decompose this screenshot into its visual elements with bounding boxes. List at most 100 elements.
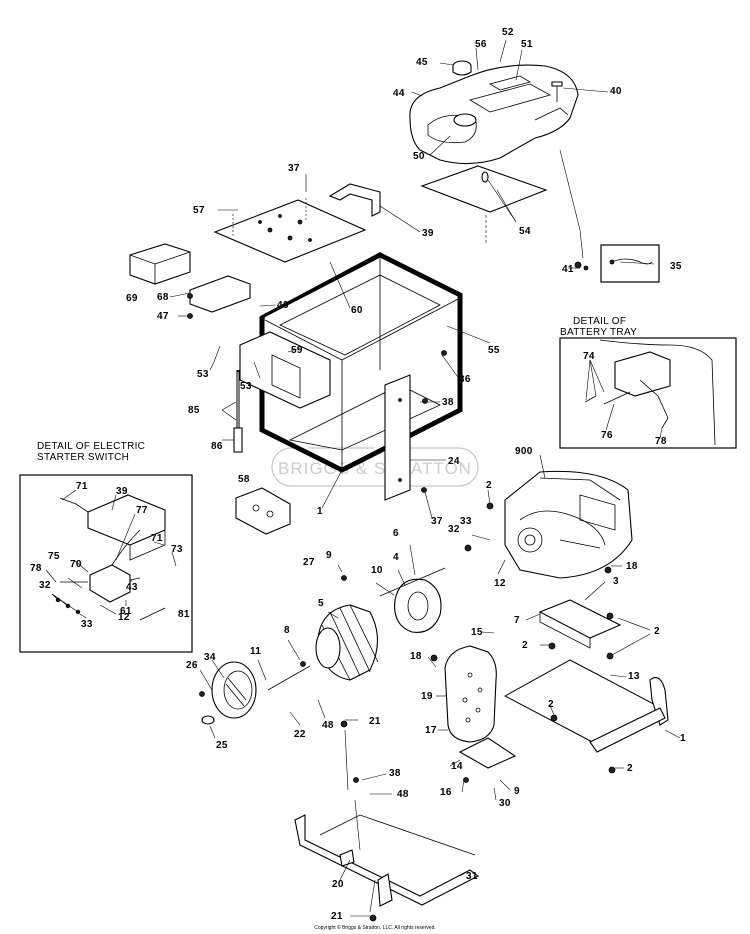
callout-2-d: 2 [548,699,554,710]
starter-detail-title-1: DETAIL OF ELECTRIC [37,441,146,452]
callout-61: 61 [120,606,132,617]
callout-1-a: 1 [317,506,323,517]
callout-39-detail: 39 [116,486,128,497]
callout-69: 69 [126,293,138,304]
callout-77: 77 [136,505,148,516]
hardware-fasteners [187,261,616,922]
callout-39-top: 39 [422,228,434,239]
callout-34: 34 [204,652,216,663]
callout-20: 20 [332,879,344,890]
callout-24: 24 [448,456,460,467]
callout-14: 14 [451,761,463,772]
callout-40: 40 [610,86,622,97]
callout-81: 81 [178,609,190,620]
callout-38-top: 38 [442,397,454,408]
callout-5: 5 [318,598,324,609]
callout-18-b: 18 [410,651,422,662]
battery-tray [189,275,251,313]
callout-44: 44 [393,88,405,99]
callout-13: 13 [628,671,640,682]
callout-46: 46 [277,300,289,311]
callout-59: 59 [291,345,303,356]
battery [129,243,191,285]
tank-pad [420,165,548,213]
starter-switch-detail [19,474,193,653]
muffler-bracket [458,737,517,769]
through-bolt [267,567,446,691]
callout-51: 51 [521,39,533,50]
callout-57: 57 [193,205,205,216]
outlet-plate [235,487,291,535]
engine-mount-bracket [538,599,622,649]
callout-17: 17 [425,725,437,736]
fuel-cap [452,60,472,76]
support-bracket [328,183,381,217]
battery-detail-title-2: BATTERY TRAY [560,327,638,338]
callout-71-a: 71 [76,481,88,492]
callout-33-a: 33 [460,516,472,527]
callout-48-a: 48 [322,720,334,731]
callout-36: 36 [459,374,471,385]
front-handle [294,814,480,907]
callout-16: 16 [440,787,452,798]
callout-50: 50 [413,151,425,162]
fuel-tank [409,64,579,165]
battery-tray-detail [559,337,737,449]
callout-21-a: 21 [369,716,381,727]
callout-86: 86 [211,441,223,452]
callout-54: 54 [519,226,531,237]
callout-48-b: 48 [397,789,409,800]
copyright-notice: Copyright © Briggs & Stratton, LLC. All … [314,925,436,931]
callout-19: 19 [421,691,433,702]
callout-9-b: 9 [514,786,520,797]
callout-74: 74 [583,351,595,362]
callout-27: 27 [303,557,315,568]
callout-73: 73 [171,544,183,555]
starter-detail-title-2: STARTER SWITCH [37,452,130,463]
callout-21-b: 21 [331,911,343,922]
callout-85: 85 [188,405,200,416]
callout-41: 41 [562,264,574,275]
callout-52: 52 [502,27,514,38]
alternator-stator [315,604,379,681]
callout-2-c: 2 [522,640,528,651]
callout-2-e: 2 [627,763,633,774]
callout-15: 15 [471,627,483,638]
engine-adapter [394,578,442,633]
callout-8: 8 [284,625,290,636]
callout-11: 11 [250,646,262,657]
engine [504,470,633,579]
callout-30: 30 [499,798,511,809]
callout-7: 7 [514,615,520,626]
callout-70: 70 [70,559,82,570]
callout-2-b: 2 [654,626,660,637]
callout-53-a: 53 [197,369,209,380]
control-panel-plate [213,198,367,263]
callout-33-b: 33 [81,619,93,630]
callout-53-b: 53 [240,381,252,392]
callout-60: 60 [351,305,363,316]
watermark-text: BRIGGS & STRATTON [278,459,472,478]
tank-bolt [551,81,563,102]
callout-32-b: 32 [39,580,51,591]
muffler [444,645,497,743]
callout-47: 47 [157,311,169,322]
callout-2-a: 2 [486,480,492,491]
callout-71-b: 71 [151,533,163,544]
callout-1-b: 1 [680,733,686,744]
right-frame-rail [503,659,669,753]
callout-37-top: 37 [288,163,300,174]
callout-58: 58 [238,474,250,485]
control-panel-box [239,331,331,409]
callout-31: 31 [466,871,478,882]
callout-38-b: 38 [389,768,401,779]
callout-900: 900 [515,446,533,457]
callout-68: 68 [157,292,169,303]
callout-25: 25 [216,740,228,751]
callout-75: 75 [48,551,60,562]
callout-78-a: 78 [655,436,667,447]
callout-26: 26 [186,660,198,671]
callout-78-b: 78 [30,563,42,574]
callout-22: 22 [294,729,306,740]
